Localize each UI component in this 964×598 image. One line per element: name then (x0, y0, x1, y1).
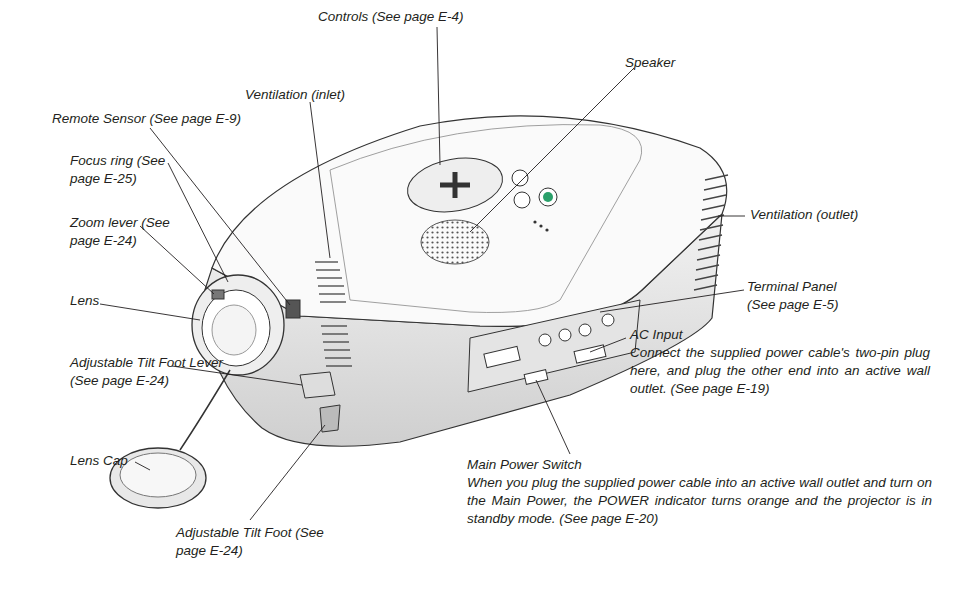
indicator (545, 228, 548, 231)
outlet-vents (694, 175, 728, 290)
part-label: Controls (See page E-4) (318, 8, 518, 26)
part-description: When you plug the supplied power cable i… (467, 474, 932, 528)
speaker-grille (421, 220, 489, 264)
part-heading: AC Input (630, 326, 750, 344)
zoom-lever (212, 290, 224, 299)
lens-glass (212, 305, 256, 355)
part-label: Terminal Panel (See page E-5) (747, 278, 852, 314)
power-button (539, 188, 557, 206)
button (512, 170, 528, 186)
control-pad (403, 151, 507, 219)
tilt-foot-lever (300, 372, 335, 398)
lens (202, 290, 270, 366)
part-label: Lens (70, 292, 130, 310)
jack (539, 334, 551, 346)
jack (579, 324, 591, 336)
top-lid (212, 116, 727, 326)
part-label: Remote Sensor (See page E-9) (52, 110, 272, 128)
lid-panel (330, 125, 642, 313)
lens-cap-face (120, 453, 196, 497)
part-label: Lens Cap (70, 452, 150, 470)
part-label: Ventilation (outlet) (750, 206, 910, 224)
connector (484, 346, 520, 367)
jack (602, 314, 614, 326)
main-switch (524, 370, 548, 385)
part-label: Zoom lever (See page E-24) (70, 214, 182, 250)
power-led (543, 192, 553, 202)
part-label: Ventilation (inlet) (245, 86, 395, 104)
leader-lines (100, 27, 745, 520)
inlet-vents (315, 262, 352, 366)
terminal-panel (468, 300, 640, 392)
part-label: Focus ring (See page E-25) (70, 152, 178, 188)
cross-key (440, 172, 470, 198)
button (514, 192, 530, 208)
jack (559, 329, 571, 341)
part-label: Adjustable Tilt Foot (See page E-24) (176, 524, 326, 560)
indicator (539, 224, 542, 227)
cap-strap (180, 370, 230, 450)
part-description: Connect the supplied power cable's two-p… (630, 344, 930, 398)
part-label: Speaker (625, 54, 705, 72)
part-label: Adjustable Tilt Foot Lever (See page E-2… (70, 354, 250, 390)
part-heading: Main Power Switch (467, 456, 667, 474)
indicator (533, 220, 536, 223)
